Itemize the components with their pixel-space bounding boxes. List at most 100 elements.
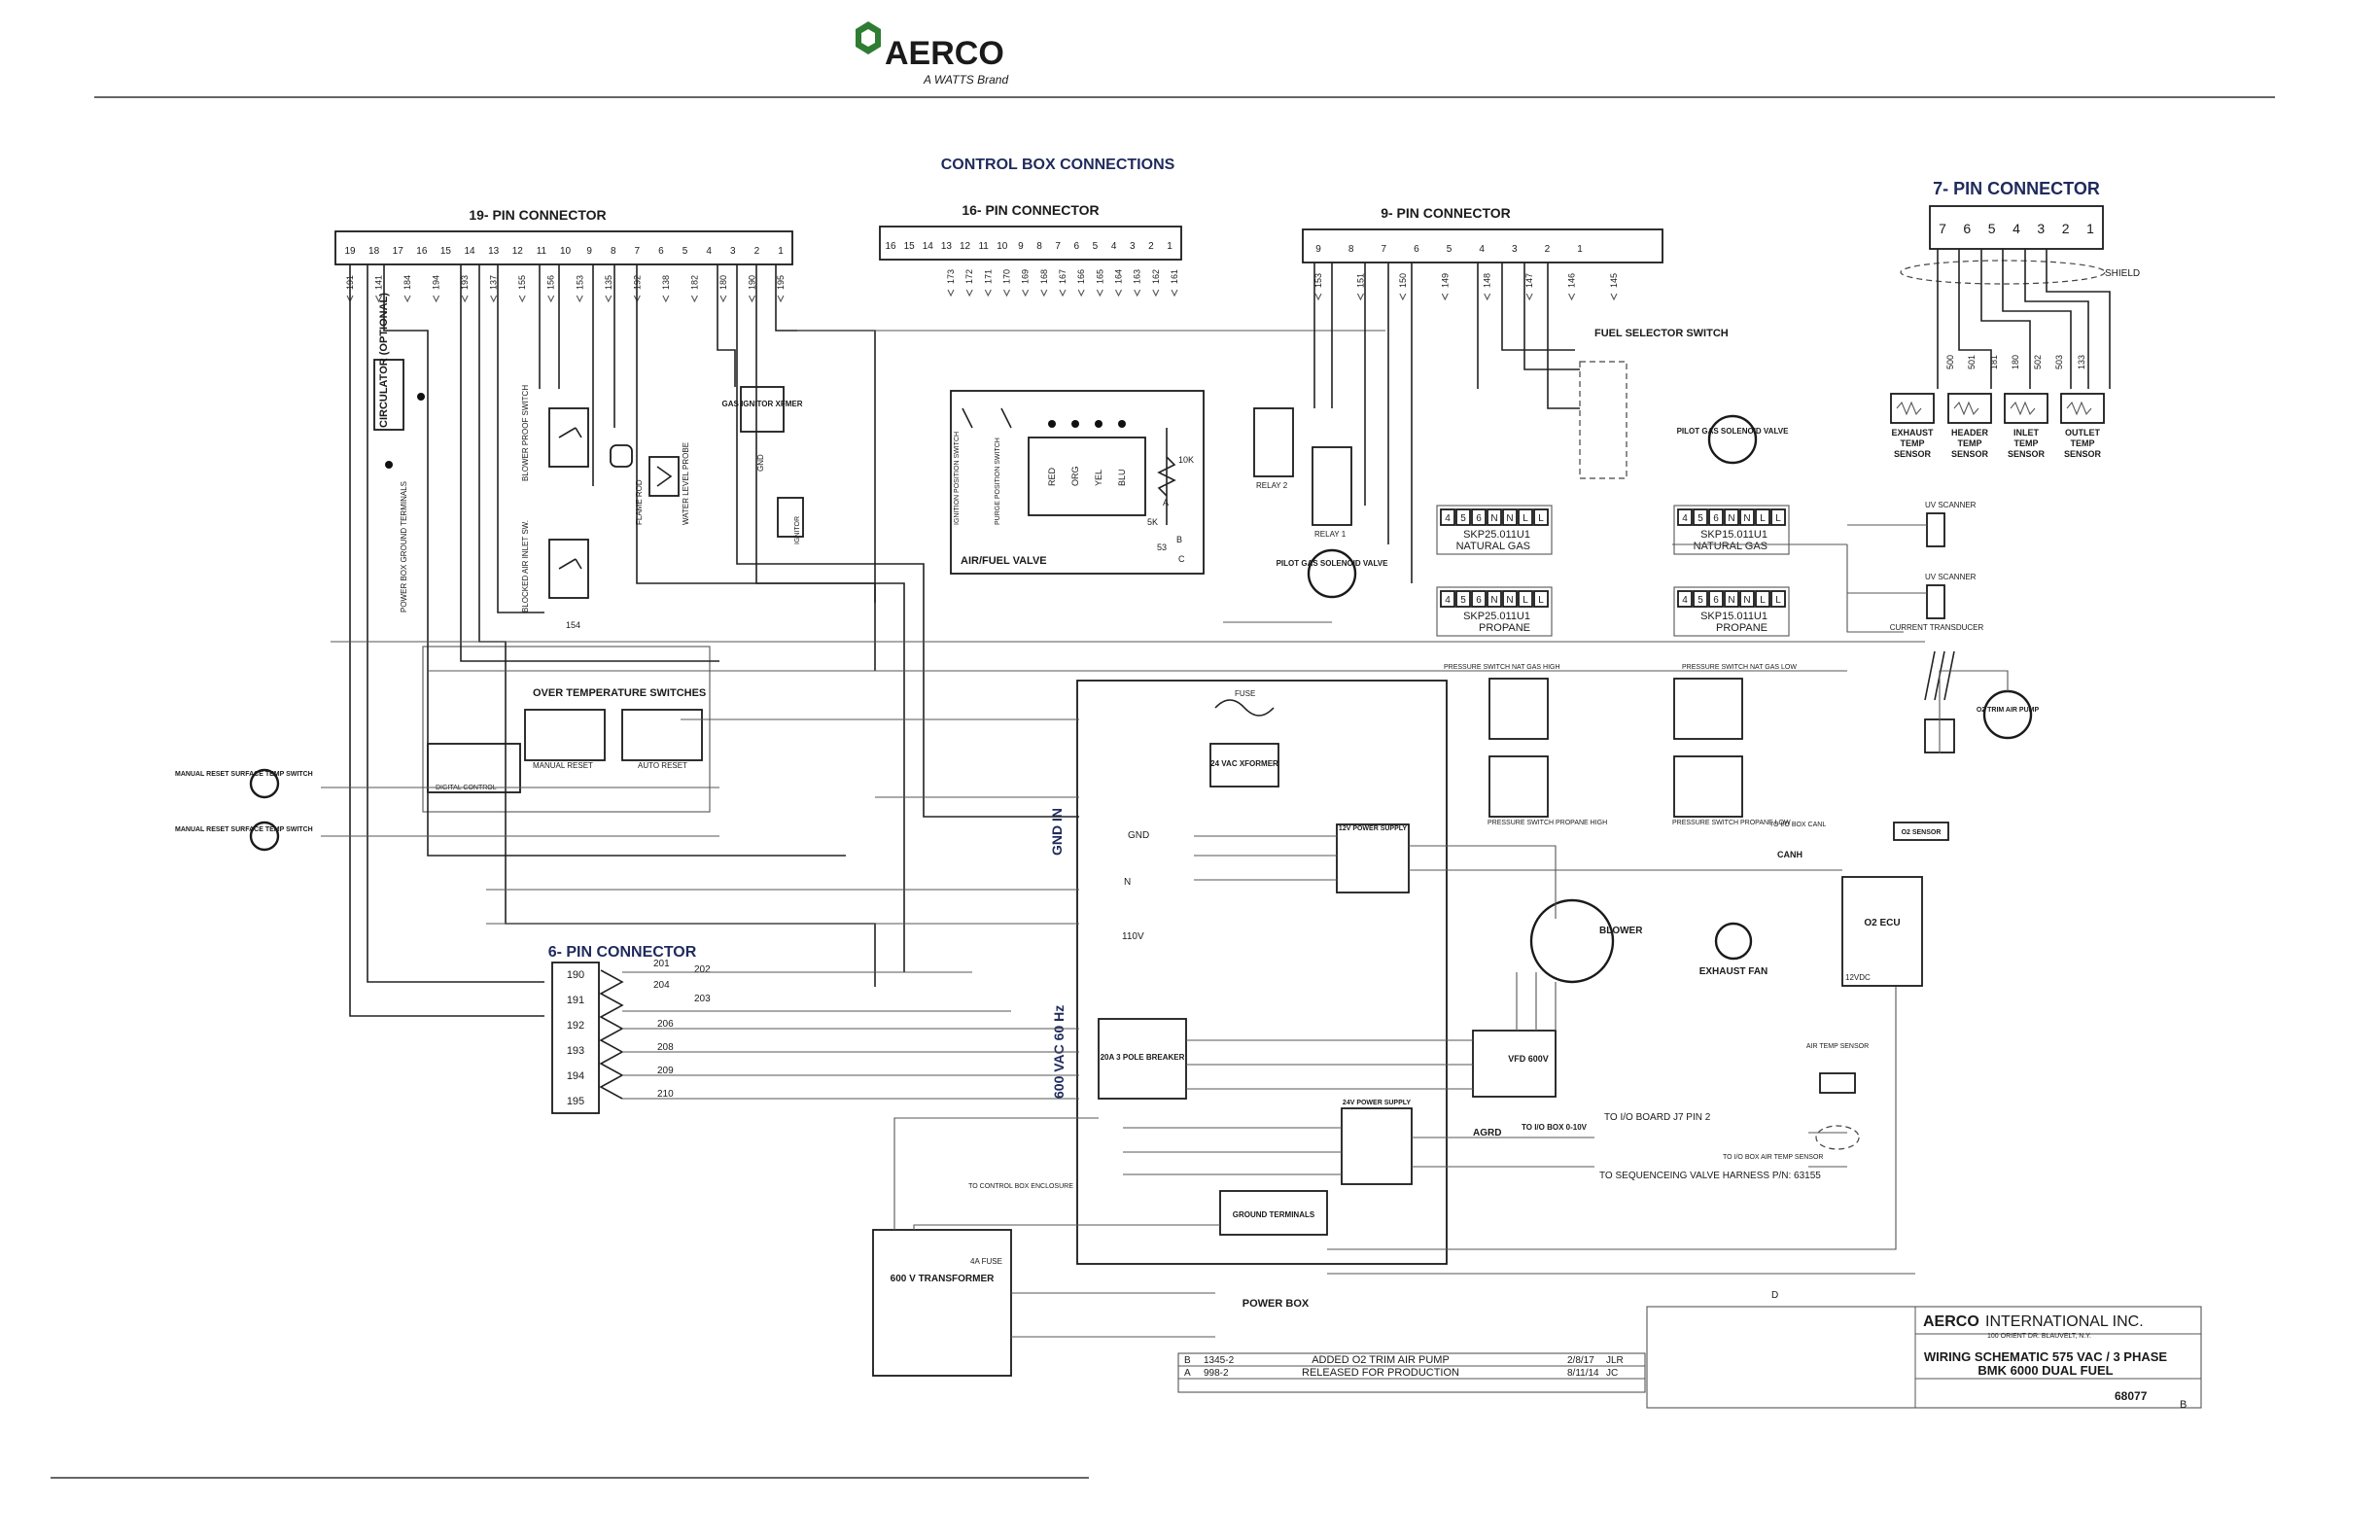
c16-wire-label: 173 [946, 269, 956, 284]
c19-pin: 13 [488, 246, 500, 257]
c19-wire-label: 137 [489, 275, 499, 290]
o2-trim-pump-label: O2 TRIM AIR PUMP [1977, 707, 2040, 714]
c19-pin: 10 [560, 246, 572, 257]
c7-wire-label: 180 [2011, 355, 2020, 369]
c16-pin: 5 [1093, 241, 1099, 252]
temp-sensor-label: SENSOR [2008, 449, 2046, 459]
wiring [321, 249, 2111, 1338]
skp-terminal: 6 [1713, 595, 1719, 606]
pilot-gas-valve-2-label: PILOT GAS SOLENOID VALVE [1677, 427, 1789, 436]
c19-wire-label: 182 [689, 275, 699, 290]
afv-color-label: BLU [1117, 469, 1127, 486]
ps-ng-low-label: PRESSURE SWITCH NAT GAS LOW [1682, 664, 1797, 671]
temp-sensor [2004, 393, 2048, 424]
to-io-canl-label: TO I/O BOX CANL [1769, 822, 1826, 828]
aerco-logo: AERCO A WATTS Brand [856, 21, 1008, 87]
c19-pin: 4 [706, 246, 712, 257]
c19-wire-arrow [777, 295, 785, 303]
pot-53: 53 [1157, 542, 1167, 552]
c19-wire-label: 141 [374, 275, 384, 290]
gas-ignitor-xfmer: GAS IGNITOR XFMER IGNITOR GND [722, 386, 804, 544]
c19-pin: 14 [464, 246, 475, 257]
c19-pin: 5 [682, 246, 688, 257]
n-terminal-label: N [1124, 877, 1131, 888]
c9-label: 9- PIN CONNECTOR [1381, 205, 1511, 221]
drawing-rev: B [2180, 1399, 2187, 1411]
c6-pin: 191 [567, 995, 584, 1006]
c16-wire-label: 164 [1114, 269, 1124, 284]
uv-scanner-1-label: UV SCANNER [1925, 501, 1977, 509]
temp-sensor-label: TEMP [2013, 438, 2038, 448]
pilot-gas-valve-2: PILOT GAS SOLENOID VALVE [1677, 414, 1789, 465]
c9-pin: 9 [1315, 244, 1321, 255]
circulator-label: CIRCULATOR (OPTIONAL) [378, 293, 390, 428]
air-fuel-valve-label: AIR/FUEL VALVE [961, 555, 1047, 567]
c19-wire-arrow [690, 295, 698, 303]
c6-wire-label: 208 [657, 1042, 674, 1053]
c19-wire-arrow [605, 295, 612, 303]
skp-terminal: L [1775, 595, 1781, 606]
c9-wire-label: 151 [1355, 273, 1365, 288]
canh-label: CANH [1777, 850, 1802, 859]
skp-terminal: N [1490, 513, 1497, 524]
water-level-probe: WATER LEVEL PROBE [648, 442, 690, 525]
to-io-board-label: TO I/O BOARD J7 PIN 2 [1604, 1112, 1711, 1123]
surface-switch-2-label: MANUAL RESET SURFACE TEMP SWITCH [175, 826, 313, 833]
flame-rod: FLAME ROD [610, 444, 644, 525]
c19-pin: 3 [730, 246, 736, 257]
skp-terminal: L [1522, 513, 1528, 524]
surface-switch-1-label: MANUAL RESET SURFACE TEMP SWITCH [175, 771, 313, 778]
temp-sensor-label: SENSOR [2064, 449, 2102, 459]
c19-pin: 7 [635, 246, 641, 257]
temp-sensor [1890, 393, 1935, 424]
c6-pin: 195 [567, 1096, 584, 1107]
v12dc-label: 12VDC [1845, 973, 1871, 982]
c19-wire-arrow [375, 295, 383, 303]
temp-sensor-label: SENSOR [1894, 449, 1932, 459]
supply-24v: 24V POWER SUPPLY [1341, 1100, 1413, 1185]
c19-wire-arrow [490, 295, 498, 303]
c16-wire-arrow [984, 289, 992, 298]
air-temp-sensor-label: AIR TEMP SENSOR [1806, 1043, 1869, 1050]
skp-actuator [1673, 505, 1790, 555]
c19-pin: 6 [658, 246, 664, 257]
shield-label: SHIELD [2105, 268, 2140, 279]
c19-pin: 17 [393, 246, 404, 257]
c16-pin: 15 [904, 241, 916, 252]
c6-label: 6- PIN CONNECTOR [548, 944, 697, 961]
skp-terminal: N [1728, 513, 1734, 524]
c7-pin: 5 [1988, 221, 1996, 236]
to-control-box-label: TO CONTROL BOX ENCLOSURE [968, 1183, 1073, 1190]
c9-wire-arrow [1525, 293, 1533, 301]
auto-reset-label: AUTO RESET [638, 761, 687, 770]
c16-pin: 12 [960, 241, 971, 252]
drawing-title: WIRING SCHEMATIC 575 VAC / 3 PHASE [1924, 1349, 2167, 1364]
skp-model: SKP25.011U1 [1463, 611, 1530, 622]
to-io-air-temp-label: TO I/O BOX AIR TEMP SENSOR [1723, 1154, 1823, 1161]
skp-terminal: N [1743, 595, 1750, 606]
c19-wire-label: 138 [661, 275, 671, 290]
skp-terminal: 5 [1698, 595, 1703, 606]
skp-actuator [1673, 586, 1790, 637]
skp-model: SKP15.011U1 [1700, 529, 1768, 541]
c19-wire-label: 155 [517, 275, 527, 290]
rev-ecn: 998-2 [1204, 1368, 1229, 1379]
temp-sensor-label: SENSOR [1951, 449, 1989, 459]
c16-wire-arrow [1022, 289, 1030, 298]
afv-terminal [1071, 420, 1079, 428]
c7-label: 7- PIN CONNECTOR [1933, 179, 2100, 198]
svg-text:154: 154 [566, 620, 580, 630]
c6-wire-label: 204 [653, 980, 670, 991]
power-box-ground-label: POWER BOX GROUND TERMINALS [400, 481, 408, 612]
c19-pin: 16 [416, 246, 428, 257]
drawing-size: D [1771, 1290, 1778, 1301]
c19-wire-label: 153 [575, 275, 584, 290]
fuse-label: FUSE [1235, 689, 1255, 698]
company-address: 100 ORIENT DR. BLAUVELT, N.Y. [1987, 1333, 2091, 1340]
afv-terminal [1095, 420, 1102, 428]
rev-letter: B [1184, 1355, 1191, 1366]
to-sequencing-label: TO SEQUENCEING VALVE HARNESS P/N: 63155 [1599, 1171, 1821, 1181]
c19-pin: 2 [754, 246, 760, 257]
skp-terminal: N [1728, 595, 1734, 606]
ps-pr-low-label: PRESSURE SWITCH PROPANE LOW [1672, 820, 1791, 826]
